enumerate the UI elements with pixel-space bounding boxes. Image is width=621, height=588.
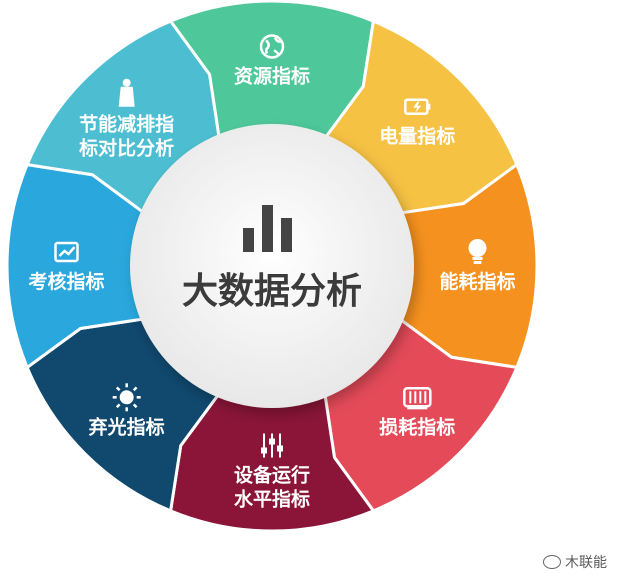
segment-text-equipment-1: 水平指标 bbox=[234, 489, 310, 511]
battery-icon bbox=[404, 98, 431, 115]
lightbulb-icon bbox=[468, 239, 487, 264]
wechat-icon bbox=[543, 555, 561, 569]
segment-text-resource-0: 资源指标 bbox=[234, 65, 310, 88]
segment-text-power-0: 电量指标 bbox=[379, 125, 455, 148]
bar-chart-icon bbox=[243, 205, 292, 252]
segment-label-resource: 资源指标 bbox=[234, 34, 310, 88]
segment-text-assessment-0: 考核指标 bbox=[28, 270, 104, 293]
segment-label-loss: 损耗指标 bbox=[379, 387, 455, 438]
watermark: 木联能 bbox=[543, 552, 607, 572]
chart-board-icon bbox=[54, 241, 79, 263]
segment-label-energy: 能耗指标 bbox=[439, 239, 516, 293]
segment-text-loss-0: 损耗指标 bbox=[379, 416, 455, 438]
factory-icon bbox=[118, 78, 135, 107]
sun-icon bbox=[112, 383, 141, 412]
center-title: 大数据分析 bbox=[182, 271, 362, 312]
segment-text-equipment-0: 设备运行 bbox=[234, 464, 310, 487]
segment-text-saving-1: 标对比分析 bbox=[79, 137, 174, 160]
motor-icon bbox=[403, 387, 432, 410]
segment-label-curtail: 弃光指标 bbox=[89, 383, 165, 438]
segment-label-assessment: 考核指标 bbox=[28, 241, 105, 293]
sliders-icon bbox=[261, 433, 283, 458]
segment-label-power: 电量指标 bbox=[379, 98, 455, 148]
segment-text-energy-0: 能耗指标 bbox=[439, 270, 515, 293]
segment-text-curtail-0: 弃光指标 bbox=[89, 415, 165, 438]
segment-text-saving-0: 节能减排指 bbox=[79, 113, 174, 136]
center-circle bbox=[130, 124, 414, 408]
watermark-text: 木联能 bbox=[565, 555, 607, 571]
globe-icon bbox=[259, 34, 285, 59]
